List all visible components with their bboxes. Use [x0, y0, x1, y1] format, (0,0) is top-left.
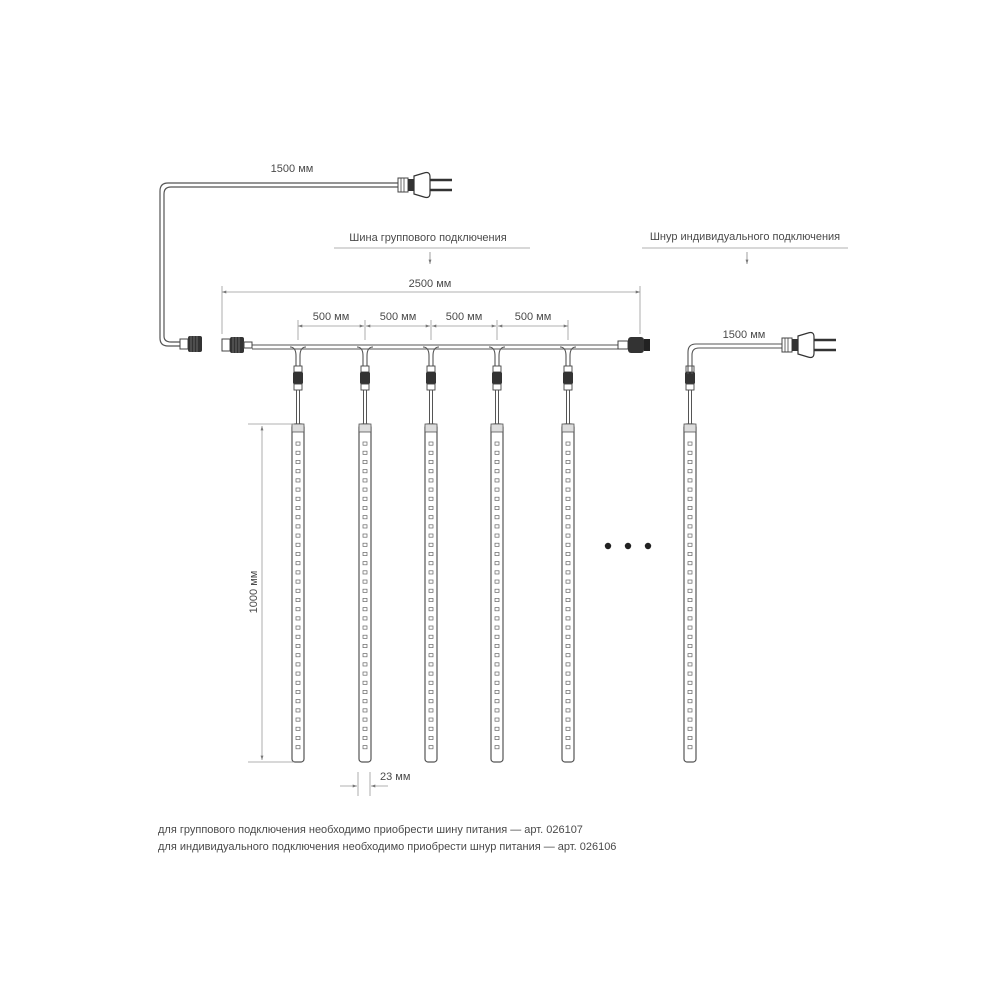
- note-individual-connection: для индивидуального подключения необходи…: [158, 841, 617, 853]
- tube-length-dimension: [248, 423, 294, 763]
- led-tube-icon: [488, 346, 506, 763]
- ellipsis-icon: [604, 542, 652, 550]
- led-tubes: [289, 346, 697, 763]
- spacing-label-2: 500 мм: [380, 311, 417, 323]
- led-tube-icon: [289, 346, 307, 763]
- tube-diameter-dimension: [340, 772, 388, 796]
- individual-cord-title: Шнур индивидуального подключения: [650, 231, 840, 243]
- plug-icon: [781, 331, 836, 359]
- led-tube-icon: [356, 346, 374, 763]
- supply-cable: [159, 182, 400, 347]
- spacing-dimensions: [297, 320, 569, 340]
- led-tube-icon: [422, 346, 440, 763]
- connector-icon: [179, 336, 202, 352]
- spacing-label-1: 500 мм: [313, 311, 350, 323]
- led-tube-icon: [559, 346, 577, 763]
- plug-icon: [397, 171, 452, 199]
- tube-length: 1000 мм: [248, 571, 260, 614]
- individual-cable: [687, 343, 790, 374]
- bus-length: 2500 мм: [409, 278, 452, 290]
- group-bus-title: Шина группового подключения: [349, 232, 506, 244]
- spacing-label-4: 500 мм: [515, 311, 552, 323]
- connector-icon: [221, 337, 253, 353]
- led-tube-icon: [683, 365, 697, 763]
- individual-cable-length: 1500 мм: [723, 329, 766, 341]
- bus-length-dimension: [221, 286, 641, 334]
- connector-icon: [617, 337, 650, 353]
- spacing-label-3: 500 мм: [446, 311, 483, 323]
- tube-diameter: 23 мм: [380, 771, 410, 783]
- bus-cable: [252, 344, 620, 350]
- supply-cable-length: 1500 мм: [271, 163, 314, 175]
- note-group-connection: для группового подключения необходимо пр…: [158, 824, 583, 836]
